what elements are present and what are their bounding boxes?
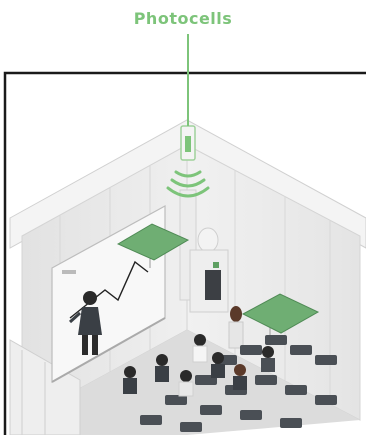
photocells-label: Photocells xyxy=(0,9,366,28)
standing-person xyxy=(229,306,243,348)
photocell-sensor-icon xyxy=(181,126,195,160)
